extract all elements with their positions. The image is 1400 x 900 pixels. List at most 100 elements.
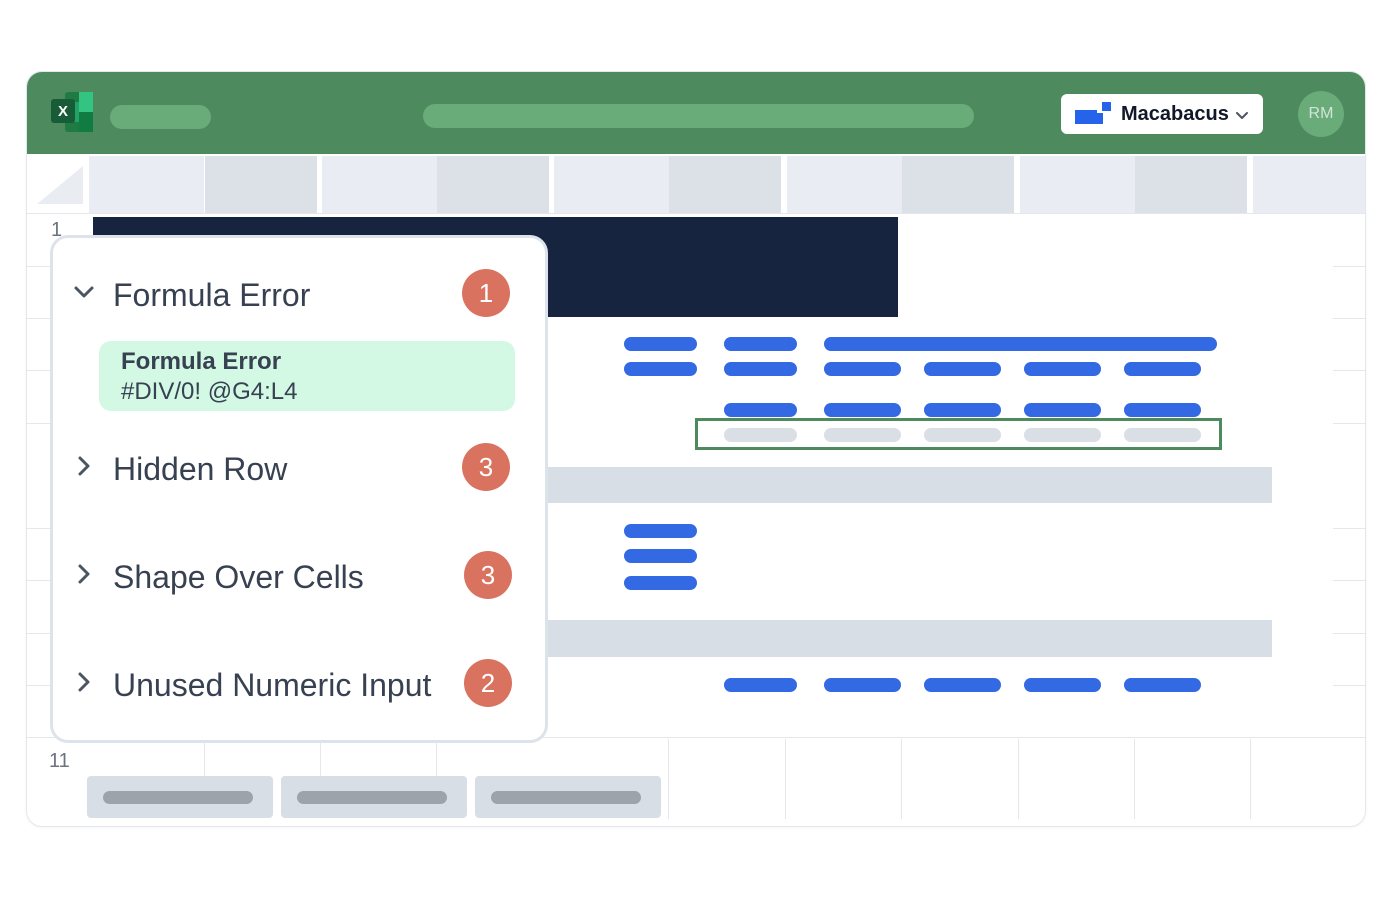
error-cell-placeholder (724, 428, 797, 442)
chevron-right-icon (78, 672, 90, 692)
gridline (27, 266, 51, 267)
user-avatar[interactable]: RM (1298, 91, 1344, 137)
sheet-tab[interactable] (475, 776, 661, 818)
macabacus-button[interactable]: Macabacus (1061, 94, 1263, 134)
column-header[interactable] (554, 156, 669, 213)
gridline (901, 739, 902, 819)
cell-value-placeholder (724, 337, 797, 351)
gridline (1250, 739, 1251, 819)
error-cell-placeholder (824, 428, 901, 442)
cell-value-placeholder (824, 678, 901, 692)
error-range-selection (695, 418, 1222, 450)
search-bar-placeholder[interactable] (423, 104, 974, 128)
cell-value-placeholder (824, 403, 901, 417)
gridline (27, 370, 51, 371)
svg-text:X: X (58, 103, 68, 120)
cell-value-placeholder (1124, 678, 1201, 692)
gridline (668, 739, 669, 819)
issue-detail-card[interactable]: Formula Error #DIV/0! @G4:L4 (99, 341, 515, 411)
cell-value-placeholder (624, 337, 697, 351)
column-header[interactable] (902, 156, 1014, 213)
issue-count-badge: 1 (462, 269, 510, 317)
issue-group-hidden-row[interactable]: Hidden Row 3 (53, 442, 545, 492)
gridline (1333, 633, 1365, 634)
cell-value-placeholder (624, 362, 697, 376)
chevron-down-icon (74, 286, 94, 298)
section-band (507, 467, 1272, 503)
column-header[interactable] (89, 156, 204, 213)
gridline (1333, 580, 1365, 581)
gridline (204, 739, 205, 779)
column-header[interactable] (669, 156, 781, 213)
gridline (1333, 423, 1365, 424)
issue-group-label: Unused Numeric Input (113, 667, 432, 703)
gridline (1333, 685, 1365, 686)
gridline (1333, 266, 1365, 267)
cell-value-placeholder (624, 576, 697, 590)
column-header[interactable] (437, 156, 549, 213)
cell-value-placeholder (924, 362, 1001, 376)
cell-value-placeholder (724, 678, 797, 692)
issue-group-label: Shape Over Cells (113, 559, 364, 595)
gridline (320, 739, 321, 779)
macabacus-label: Macabacus (1121, 102, 1229, 125)
section-band (507, 620, 1272, 657)
error-cell-placeholder (1124, 428, 1201, 442)
row-number: 11 (49, 750, 70, 772)
gridline (27, 737, 1365, 738)
gridline (436, 739, 437, 779)
gridline (27, 685, 51, 686)
select-all-corner[interactable] (37, 166, 83, 204)
cell-value-placeholder (1024, 678, 1101, 692)
sheet-tab[interactable] (281, 776, 467, 818)
issue-detail-title: Formula Error (121, 348, 282, 375)
gridline (1333, 370, 1365, 371)
cell-value-placeholder (624, 524, 697, 538)
row-number: 1 (51, 219, 63, 241)
excel-icon: X (51, 92, 93, 132)
issue-count-badge: 3 (462, 443, 510, 491)
chevron-right-icon (78, 564, 90, 584)
gridline (27, 633, 51, 634)
gridline (1018, 739, 1019, 819)
error-cell-placeholder (924, 428, 1001, 442)
gridline (27, 580, 51, 581)
cell-value-placeholder (1024, 403, 1101, 417)
column-header[interactable] (787, 156, 902, 213)
sheet-tab-label-placeholder (103, 791, 253, 804)
chevron-down-icon (1235, 112, 1248, 119)
spreadsheet-grid: 1 11 (27, 154, 1365, 826)
column-header[interactable] (205, 156, 317, 213)
cell-value-placeholder (724, 362, 797, 376)
cell-value-placeholder (824, 337, 1217, 351)
issue-count-badge: 2 (464, 659, 512, 707)
file-name-placeholder (110, 105, 211, 129)
column-header[interactable] (1253, 156, 1365, 213)
title-bar: X Macabacus RM (27, 72, 1365, 154)
column-header[interactable] (1020, 156, 1135, 213)
cell-value-placeholder (924, 403, 1001, 417)
gridline (27, 528, 51, 529)
cell-value-placeholder (724, 403, 797, 417)
issue-group-formula-error[interactable]: Formula Error 1 (53, 268, 545, 318)
gridline (1333, 318, 1365, 319)
issue-group-unused-numeric-input[interactable]: Unused Numeric Input 2 (53, 658, 545, 708)
macabacus-logo-icon (1075, 102, 1111, 124)
cell-value-placeholder (1024, 362, 1101, 376)
sheet-tab-label-placeholder (297, 791, 447, 804)
gridline (1134, 739, 1135, 819)
issue-count-badge: 3 (464, 551, 512, 599)
error-cell-placeholder (1024, 428, 1101, 442)
gridline (27, 423, 51, 424)
chevron-right-icon (78, 456, 90, 476)
issues-panel: Formula Error 1 Formula Error #DIV/0! @G… (50, 235, 548, 743)
gridline (1333, 528, 1365, 529)
sheet-tab[interactable] (87, 776, 273, 818)
issue-detail-location: #DIV/0! @G4:L4 (121, 378, 298, 405)
issue-group-shape-over-cells[interactable]: Shape Over Cells 3 (53, 550, 545, 600)
cell-value-placeholder (1124, 403, 1201, 417)
column-header[interactable] (322, 156, 437, 213)
cell-value-placeholder (924, 678, 1001, 692)
column-header[interactable] (1135, 156, 1247, 213)
issue-group-label: Formula Error (113, 277, 311, 313)
